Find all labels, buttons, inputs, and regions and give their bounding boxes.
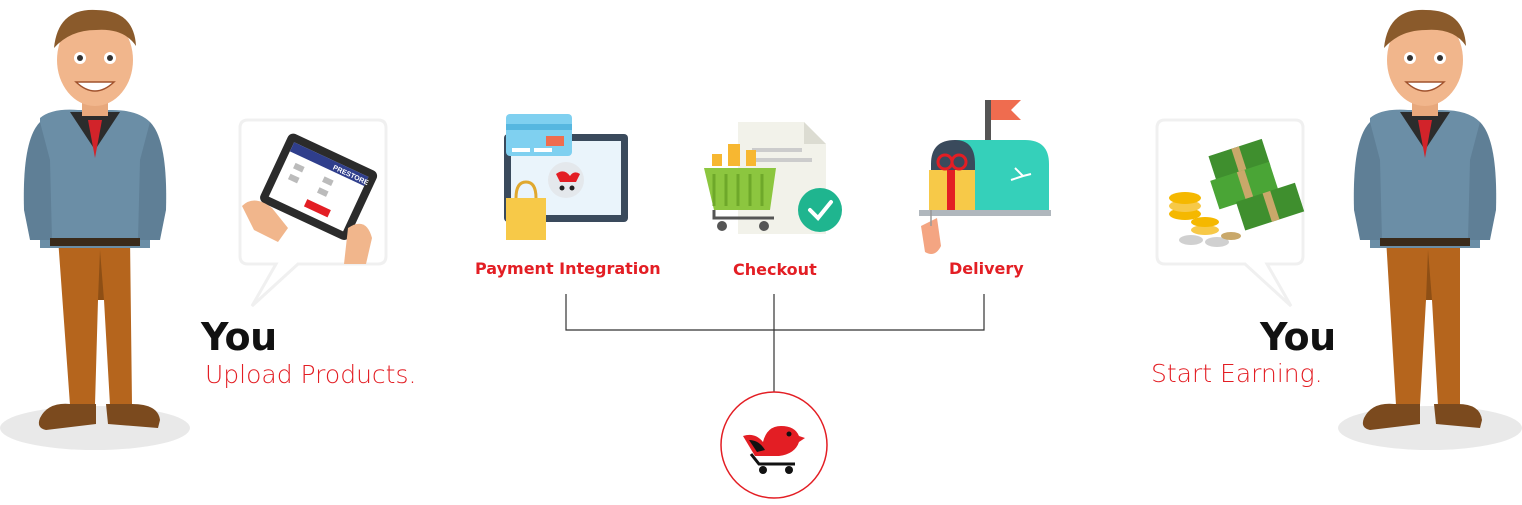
person-left-icon bbox=[0, 0, 200, 460]
tablet-icon: PRESTORE bbox=[238, 118, 388, 308]
delivery-icon bbox=[915, 96, 1055, 261]
step-label-checkout: Checkout bbox=[733, 260, 817, 279]
right-title: You bbox=[1260, 315, 1336, 359]
left-title: You bbox=[201, 315, 277, 359]
payment-icon bbox=[500, 112, 635, 242]
right-subtitle: Start Earning. bbox=[1151, 359, 1323, 388]
checkout-icon bbox=[700, 118, 850, 238]
step-label-payment: Payment Integration bbox=[475, 259, 661, 278]
connector-lines bbox=[560, 294, 990, 394]
brand-logo-icon bbox=[719, 390, 829, 500]
left-subtitle: Upload Products. bbox=[205, 360, 417, 389]
person-right-icon bbox=[1330, 0, 1522, 460]
money-icon bbox=[1155, 118, 1305, 308]
step-label-delivery: Delivery bbox=[949, 259, 1024, 278]
